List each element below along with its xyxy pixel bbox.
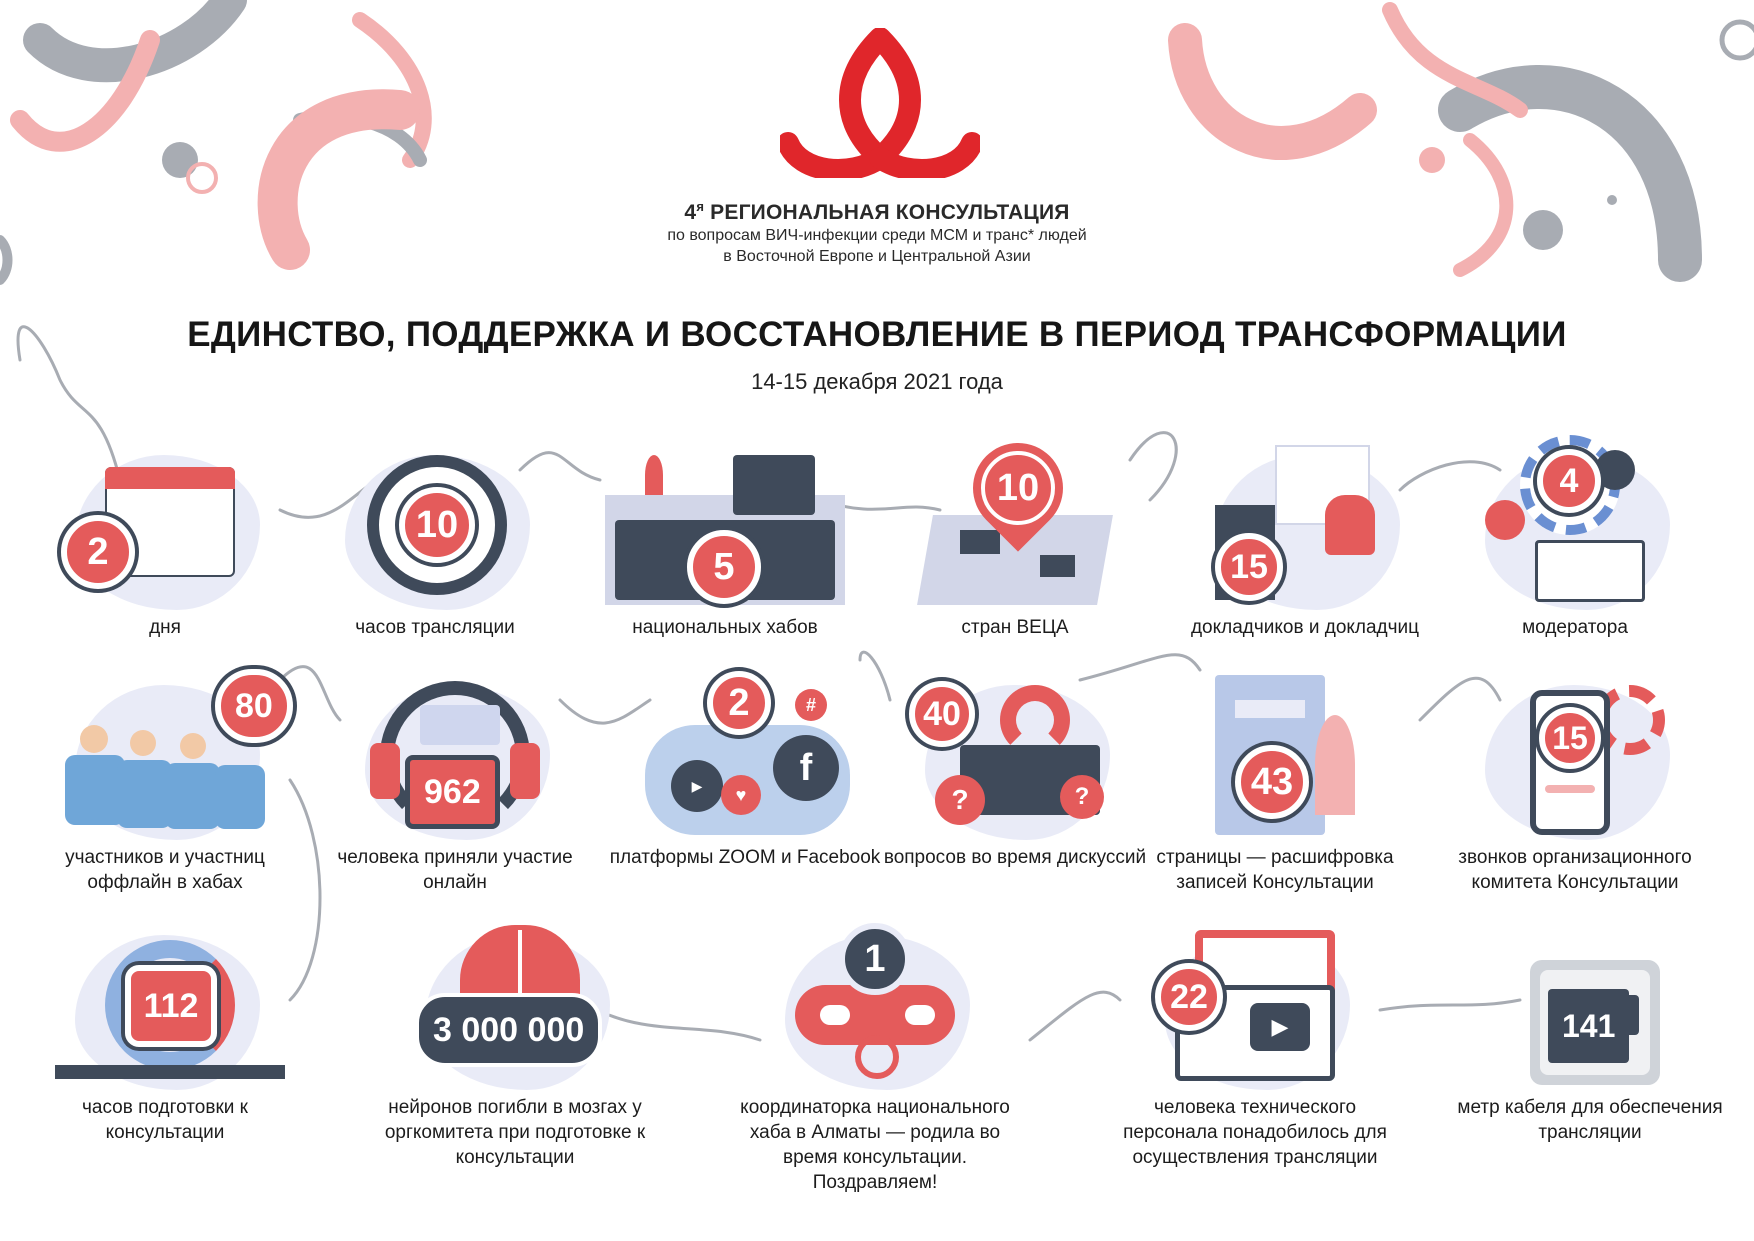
stat-caption: модератора	[1522, 617, 1628, 638]
stat-platforms: ▶ ♥ f # 2 платформы ZOOM и Facebook	[605, 671, 885, 905]
stat-caption: страницы — расшифровка записей Консульта…	[1156, 847, 1394, 893]
stat-questions: ? ? 40 вопросов во время дискуссий	[875, 675, 1155, 905]
stat-caption: человека приняли участие онлайн	[337, 847, 573, 893]
stat-online-participants: 962 человека приняли участие онлайн	[315, 675, 595, 905]
stat-caption: стран ВЕЦА	[961, 617, 1069, 638]
stat-value: 10	[981, 451, 1055, 525]
stat-value: 15	[1215, 533, 1283, 601]
stat-caption: метр кабеля для обеспечения трансляции	[1457, 1097, 1723, 1143]
stat-committee-calls: 15 звонков организационного комитета Кон…	[1435, 675, 1715, 905]
event-subtitle-line2: в Восточной Европе и Центральной Азии	[723, 248, 1031, 265]
stat-caption: платформы ZOOM и Facebook	[609, 847, 881, 868]
stat-coordinator: 1 координаторка национального хаба в Алм…	[735, 923, 1015, 1193]
event-date: 14-15 декабря 2021 года	[751, 369, 1003, 394]
stat-caption: человека технического персонала понадоби…	[1123, 1097, 1387, 1168]
stat-value: 4	[1537, 449, 1601, 513]
desk-icon: 5	[605, 445, 845, 615]
stat-value: 10	[399, 487, 475, 563]
clock-icon: 10	[335, 445, 535, 615]
stat-caption: участников и участниц оффлайн в хабах	[65, 847, 265, 893]
event-title: 4я РЕГИОНАЛЬНАЯ КОНСУЛЬТАЦИЯ	[684, 199, 1070, 224]
stat-days: 2 дня	[25, 445, 305, 675]
stat-caption: нейронов погибли в мозгах у оргкомитета …	[384, 1097, 646, 1168]
stat-neurons: 3 000 000 нейронов погибли в мозгах у ор…	[375, 925, 655, 1168]
heart-icon: ♥	[721, 775, 761, 815]
cycle-icon: 112	[55, 925, 285, 1095]
question-bubble-icon: ?	[935, 775, 985, 825]
stat-transcript-pages: 43 страницы — расшифровка записей Консул…	[1135, 675, 1415, 905]
stat-value: 5	[687, 530, 761, 604]
main-title: ЕДИНСТВО, ПОДДЕРЖКА И ВОССТАНОВЛЕНИЕ В П…	[187, 315, 1567, 354]
stat-value: 22	[1155, 963, 1223, 1031]
red-ribbon-logo	[780, 28, 980, 178]
stat-value: 43	[1235, 745, 1309, 819]
stat-value: 1	[839, 923, 911, 995]
stat-caption: национальных хабов	[632, 617, 818, 638]
social-icon: ▶ ♥ f # 2	[645, 671, 850, 845]
presentation-icon: 15	[1205, 445, 1405, 615]
stat-cable-meters: 141 метр кабеля для обеспечения трансляц…	[1450, 925, 1730, 1155]
headset-icon: 962	[355, 675, 555, 845]
stat-offline-participants: 80 участников и участниц оффлайн в хабах	[25, 669, 305, 905]
pacifier-icon: 1	[775, 923, 975, 1095]
gears-icon: 4	[1475, 435, 1675, 615]
stat-caption: докладчиков и докладчиц	[1190, 617, 1420, 638]
map-pin-icon: 10	[915, 424, 1115, 615]
stat-value: 80	[215, 669, 293, 743]
stat-value: 2	[61, 515, 135, 589]
stat-caption: дня	[149, 617, 181, 638]
event-subtitle-line1: по вопросам ВИЧ-инфекции среди МСМ и тра…	[667, 227, 1087, 244]
stat-value: 15	[1539, 707, 1601, 769]
video-camera-icon: ▶	[671, 760, 723, 812]
stat-speakers: 15 докладчиков и докладчиц	[1165, 445, 1445, 675]
stat-caption: вопросов во время дискуссий	[883, 847, 1147, 868]
stat-moderators: 4 модератора	[1435, 435, 1715, 675]
hashtag-icon: #	[795, 689, 827, 721]
calendar-icon: 2	[61, 445, 265, 615]
video-icon: ▶ 22	[1155, 925, 1355, 1095]
stat-value: 2	[707, 671, 771, 735]
question-icon: ? ? 40	[909, 675, 1115, 845]
stat-value: 962	[405, 755, 500, 829]
audience-icon: 80	[65, 669, 293, 845]
stat-caption: часов трансляции	[355, 617, 515, 638]
stat-value: 40	[909, 681, 975, 747]
stat-broadcast-hours: 10 часов трансляции	[295, 445, 575, 675]
phone-icon: 15	[1475, 675, 1675, 845]
cable-icon: 141	[1490, 925, 1690, 1095]
stat-caption: координаторка национального хаба в Алмат…	[740, 1097, 1010, 1193]
stat-countries: 10 стран ВЕЦА	[875, 424, 1155, 675]
document-icon: 43	[1175, 675, 1375, 845]
stat-value: 3 000 000	[415, 993, 603, 1067]
facebook-icon: f	[773, 735, 839, 801]
question-bubble-icon: ?	[1060, 775, 1104, 819]
stat-preparation-hours: 112 часов подготовки к консультации	[25, 925, 305, 1155]
stat-tech-staff: ▶ 22 человека технического персонала пон…	[1115, 925, 1395, 1168]
brain-icon: 3 000 000	[415, 925, 615, 1095]
stat-caption: звонков организационного комитета Консул…	[1458, 847, 1692, 893]
stat-caption: часов подготовки к консультации	[82, 1097, 248, 1143]
stat-value: 112	[125, 965, 217, 1047]
stat-national-hubs: 5 национальных хабов	[585, 445, 865, 675]
stat-value: 141	[1548, 989, 1630, 1063]
